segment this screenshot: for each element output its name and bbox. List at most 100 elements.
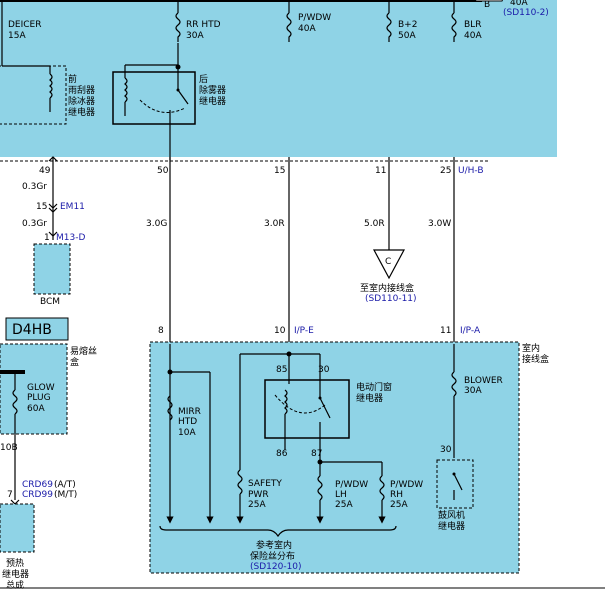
pin-25: 25 <box>440 166 451 176</box>
svg-text:30: 30 <box>440 445 452 455</box>
preheat-label-1: 预热 <box>6 557 24 569</box>
safety-pwr-fuse: SAFETY PWR 25A <box>236 469 282 524</box>
svg-text:SAFETY: SAFETY <box>248 479 282 489</box>
svg-text:86: 86 <box>276 449 288 459</box>
svg-text:10A: 10A <box>178 428 196 438</box>
dest-c-letter: C <box>385 257 391 267</box>
pin-11: 11 <box>375 166 386 176</box>
interior-box-label-1: 室内 <box>522 342 540 354</box>
glow-plug-label-2: PLUG <box>27 393 51 403</box>
glow-plug-fuse <box>12 389 18 415</box>
bcm-label: BCM <box>40 297 60 307</box>
svg-text:P/WDW: P/WDW <box>298 13 331 23</box>
fuse-box-label-1: 易熔丝 <box>70 345 97 357</box>
svg-text:继电器: 继电器 <box>199 95 226 107</box>
dest-c-triangle <box>372 249 406 280</box>
pin-49: 49 <box>39 166 51 176</box>
svg-text:15: 15 <box>36 202 47 212</box>
glow-plug-label-1: GLOW <box>27 383 55 393</box>
fusible-link-box <box>0 343 68 435</box>
svg-text:BLR: BLR <box>464 20 481 30</box>
wire-label-3-0w: 3.0W <box>428 219 451 229</box>
svg-text:DEICER: DEICER <box>8 20 42 30</box>
svg-text:前: 前 <box>68 73 77 85</box>
svg-text:HTD: HTD <box>178 417 197 427</box>
svg-text:P/WDW: P/WDW <box>335 480 368 490</box>
bcm-module <box>33 243 71 295</box>
svg-text:除冰器: 除冰器 <box>68 95 95 107</box>
dest-c-text: 至室内接线盒 <box>360 282 414 294</box>
svg-text:0.3Gr: 0.3Gr <box>22 182 47 192</box>
wire-label-5-0r: 5.0R <box>364 219 385 229</box>
connector-u-h-b: U/H-B <box>458 166 484 176</box>
svg-text:RR HTD: RR HTD <box>186 20 221 30</box>
corner-ref: (SD110-2) <box>503 8 549 18</box>
svg-text:保险丝分布: 保险丝分布 <box>250 550 295 562</box>
connector-i-p-e: I/P-E <box>294 326 314 336</box>
svg-text:0.3Gr: 0.3Gr <box>22 219 47 229</box>
svg-text:85: 85 <box>276 365 287 375</box>
svg-text:PWR: PWR <box>248 490 269 500</box>
fuse-blr: BLR 40A <box>451 1 482 42</box>
svg-text:BLOWER: BLOWER <box>464 376 503 386</box>
svg-text:87: 87 <box>311 449 322 459</box>
svg-text:参考室内: 参考室内 <box>256 539 292 551</box>
svg-text:25A: 25A <box>390 500 408 510</box>
rear-defogger-relay: 后 除雾器 继电器 <box>112 43 226 160</box>
fuse-deicer: DEICER 15A <box>1 1 42 44</box>
preheat-label-3: 总成 <box>6 579 24 591</box>
crd-b-suffix: (M/T) <box>54 490 77 500</box>
svg-text:25A: 25A <box>335 500 353 510</box>
wire-bcm: 0.3Gr 0.3Gr 15 EM11 1 M13-D <box>22 156 85 243</box>
svg-text:MIRR: MIRR <box>178 407 201 417</box>
svg-text:B+2: B+2 <box>398 20 417 30</box>
svg-text:雨刮器: 雨刮器 <box>68 84 95 96</box>
fuse-pwdw: P/WDW 40A <box>286 1 331 42</box>
crd-a-suffix: (A/T) <box>54 480 76 490</box>
svg-text:RH: RH <box>390 490 403 500</box>
fuse-rr-htd: RR HTD 30A <box>175 1 221 42</box>
svg-text:继电器: 继电器 <box>68 106 95 118</box>
wire-label-3-0g: 3.0G <box>146 219 167 229</box>
svg-text:P/WDW: P/WDW <box>390 480 423 490</box>
svg-text:30A: 30A <box>464 386 482 396</box>
connector-i-p-a: I/P-A <box>460 326 481 336</box>
crd-pin: 7 <box>7 490 13 500</box>
svg-text:后: 后 <box>199 74 208 85</box>
corner-tag: B <box>484 0 490 10</box>
svg-text:EM11: EM11 <box>60 202 85 212</box>
pin-10: 10 <box>274 326 286 336</box>
svg-text:50A: 50A <box>398 31 416 41</box>
front-wiper-relay: 前 雨刮器 除冰器 继电器 <box>0 44 95 125</box>
wire-label-3-0r: 3.0R <box>264 219 285 229</box>
svg-text:鼓风机: 鼓风机 <box>438 509 465 521</box>
svg-text:40A: 40A <box>298 24 316 34</box>
power-window-relay: 85 30 86 87 电动门窗 继电器 <box>239 351 392 470</box>
engine-badge <box>5 317 69 341</box>
connector-b-shape <box>473 0 503 2</box>
pin-8: 8 <box>158 326 164 336</box>
fuse-box-label-2: 盒 <box>70 356 79 368</box>
svg-text:30A: 30A <box>186 31 204 41</box>
pin-15: 15 <box>274 166 285 176</box>
svg-text:M13-D: M13-D <box>56 233 85 243</box>
svg-text:25A: 25A <box>248 500 266 510</box>
glow-plug-rating: 60A <box>27 404 45 414</box>
engine-label: D4HB <box>12 322 52 338</box>
glow-wire-label: 10B <box>0 443 18 453</box>
pin-50: 50 <box>157 166 169 176</box>
crd-b: CRD99 <box>22 490 53 500</box>
pwdw-lh-rh-fuses: P/WDW LH 25A P/WDW RH 25A <box>316 450 423 524</box>
svg-text:15A: 15A <box>8 31 26 41</box>
svg-text:1: 1 <box>44 233 50 243</box>
mirr-htd-branch: MIRR HTD 10A <box>166 344 214 524</box>
svg-text:继电器: 继电器 <box>356 392 383 404</box>
preheat-relay-box <box>0 503 35 553</box>
fuse-b2: B+2 50A <box>386 1 417 42</box>
svg-text:除雾器: 除雾器 <box>199 84 226 96</box>
pin-11-ipa: 11 <box>440 326 451 336</box>
svg-text:(SD120-10): (SD120-10) <box>250 562 302 572</box>
svg-text:30: 30 <box>318 365 330 375</box>
interior-box-label-2: 接线盒 <box>522 353 549 365</box>
